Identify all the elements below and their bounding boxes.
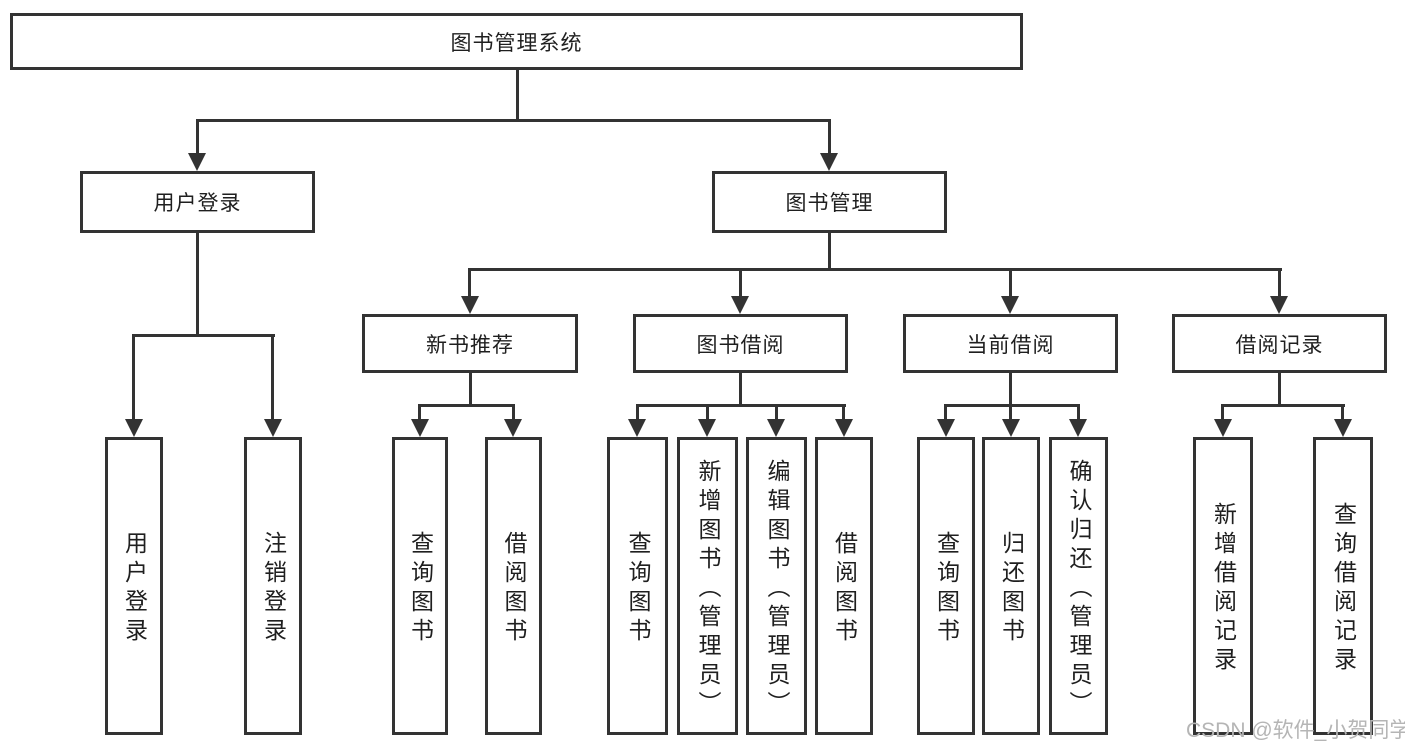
arrowhead-logout-leaf-icon (264, 419, 282, 437)
arrowhead-current-borrow-icon (1001, 296, 1019, 314)
node-new-book-recommend: 新书推荐 (362, 314, 578, 373)
connector-new-book-stem (468, 268, 471, 298)
leaf-nbr-query-books: 查询图书 (392, 437, 448, 735)
leaf-bb-edit-books-admin: 编辑图书（管理员） (746, 437, 807, 735)
connector-bb-leaf4-stem (842, 404, 845, 421)
connector-book-mgmt-down (828, 233, 831, 270)
connector-cb-rail (945, 404, 1080, 407)
connector-bb-leaf3-stem (775, 404, 778, 421)
leaf-bb-query-books: 查询图书 (607, 437, 668, 735)
connector-logout-leaf-stem (271, 334, 274, 421)
leaf-cb-query-books: 查询图书 (917, 437, 975, 735)
connector-nbr-leaf1-stem (418, 404, 421, 421)
leaf-cb-confirm-return-admin: 确认归还（管理员） (1049, 437, 1108, 735)
connector-borrow-record-stem (1278, 268, 1281, 298)
leaf-bb-add-books-admin: 新增图书（管理员） (677, 437, 738, 735)
arrowhead-nbr-leaf1-icon (411, 419, 429, 437)
connector-book-mgmt-stem (828, 119, 831, 155)
leaf-nbr-borrow-books: 借阅图书 (485, 437, 542, 735)
arrowhead-bb-leaf1-icon (628, 419, 646, 437)
connector-bb-down (739, 373, 742, 406)
connector-current-borrow-stem (1009, 268, 1012, 298)
leaf-bb-borrow-books: 借阅图书 (815, 437, 873, 735)
arrowhead-book-mgmt-icon (820, 153, 838, 171)
node-user-login: 用户登录 (80, 171, 315, 233)
connector-root-stem (516, 68, 519, 121)
connector-level2-rail (469, 268, 1282, 271)
connector-cb-down (1009, 373, 1012, 406)
arrowhead-borrow-record-icon (1270, 296, 1288, 314)
arrowhead-user-login-icon (188, 153, 206, 171)
node-current-borrowing: 当前借阅 (903, 314, 1118, 373)
node-borrowing-records: 借阅记录 (1172, 314, 1387, 373)
connector-nbr-leaf2-stem (512, 404, 515, 421)
node-book-borrowing: 图书借阅 (633, 314, 848, 373)
arrowhead-login-leaf-icon (125, 419, 143, 437)
connector-login-leaf-stem (132, 334, 135, 421)
arrowhead-nbr-leaf2-icon (504, 419, 522, 437)
leaf-logout: 注销登录 (244, 437, 302, 735)
connector-user-login-rail (133, 334, 275, 337)
arrowhead-book-borrow-icon (731, 296, 749, 314)
arrowhead-cb-leaf3-icon (1069, 419, 1087, 437)
node-library-management-system: 图书管理系统 (10, 13, 1023, 70)
arrowhead-new-book-icon (461, 296, 479, 314)
connector-cb-leaf1-stem (944, 404, 947, 421)
leaf-br-add-record: 新增借阅记录 (1193, 437, 1253, 735)
arrowhead-br-leaf2-icon (1334, 419, 1352, 437)
connector-bb-leaf1-stem (636, 404, 639, 421)
node-book-management: 图书管理 (712, 171, 947, 233)
arrowhead-cb-leaf1-icon (937, 419, 955, 437)
arrowhead-bb-leaf3-icon (767, 419, 785, 437)
connector-nbr-down (469, 373, 472, 406)
connector-br-leaf1-stem (1221, 404, 1224, 421)
arrowhead-cb-leaf2-icon (1002, 419, 1020, 437)
connector-bb-rail (636, 404, 846, 407)
arrowhead-br-leaf1-icon (1214, 419, 1232, 437)
connector-cb-leaf3-stem (1077, 404, 1080, 421)
connector-br-down (1278, 373, 1281, 406)
connector-br-rail (1222, 404, 1345, 407)
leaf-cb-return-books: 归还图书 (982, 437, 1040, 735)
leaf-br-query-record: 查询借阅记录 (1313, 437, 1373, 735)
connector-nbr-rail (419, 404, 515, 407)
connector-br-leaf2-stem (1341, 404, 1344, 421)
leaf-user-login: 用户登录 (105, 437, 163, 735)
connector-cb-leaf2-stem (1009, 404, 1012, 421)
connector-book-borrow-stem (739, 268, 742, 298)
csdn-watermark: CSDN @软件_小贺同学 (1186, 719, 1405, 742)
arrowhead-bb-leaf4-icon (835, 419, 853, 437)
connector-level1-rail (196, 119, 831, 122)
connector-user-login-down (196, 233, 199, 336)
arrowhead-bb-leaf2-icon (698, 419, 716, 437)
connector-user-login-stem (196, 119, 199, 155)
connector-bb-leaf2-stem (706, 404, 709, 421)
